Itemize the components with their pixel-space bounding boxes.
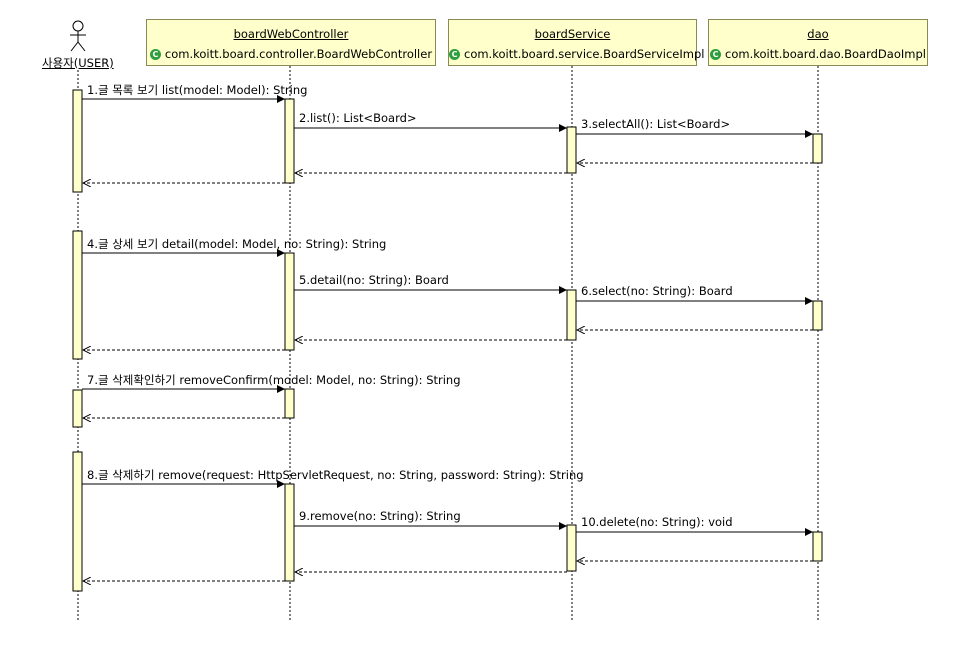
actor-activation-3 <box>72 389 83 428</box>
message-label-2: 2.list(): List<Board> <box>299 111 417 125</box>
message-label-7: 7.글 삭제확인하기 removeConfirm(model: Model, n… <box>87 373 461 387</box>
lifeline-name: dao <box>807 27 829 41</box>
class-icon: C <box>149 49 161 60</box>
service-activation-3 <box>566 524 577 572</box>
message-label-10: 10.delete(no: String): void <box>581 515 733 529</box>
controller-activation-4 <box>284 483 295 582</box>
class-icon: C <box>449 49 460 60</box>
actor-label: 사용자(USER) <box>42 56 114 70</box>
service-activation-1 <box>566 126 577 174</box>
lifeline-class: com.koitt.board.controller.BoardWebContr… <box>164 47 433 61</box>
service-activation-2 <box>566 289 577 341</box>
class-icon: C <box>710 49 722 60</box>
message-label-8: 8.글 삭제하기 remove(request: HttpServletRequ… <box>87 468 584 482</box>
message-label-3: 3.selectAll(): List<Board> <box>581 117 731 131</box>
dao-activation-3 <box>812 531 823 562</box>
actor-activation-2 <box>72 230 83 360</box>
lifeline-name: boardWebController <box>233 27 349 41</box>
lifeline-class: com.koitt.board.service.BoardServiceImpl <box>464 47 705 61</box>
message-label-4: 4.글 상세 보기 detail(model: Model, no: Strin… <box>87 237 387 251</box>
lifeline-class: com.koitt.board.dao.BoardDaoImpl <box>725 47 926 61</box>
controller-activation-3 <box>284 388 295 419</box>
lifeline-name: boardService <box>534 27 611 41</box>
dao-activation-1 <box>812 133 823 164</box>
actor-activation-4 <box>72 451 83 592</box>
stick-figure-icon <box>70 20 86 52</box>
message-label-5: 5.detail(no: String): Board <box>299 273 449 287</box>
controller-activation-1 <box>284 98 295 184</box>
message-label-1: 1.글 목록 보기 list(model: Model): String <box>87 83 308 97</box>
message-label-9: 9.remove(no: String): String <box>299 509 461 523</box>
message-label-6: 6.select(no: String): Board <box>581 284 733 298</box>
actor-activation-1 <box>72 89 83 193</box>
controller-activation-2 <box>284 252 295 351</box>
dao-activation-2 <box>812 300 823 331</box>
